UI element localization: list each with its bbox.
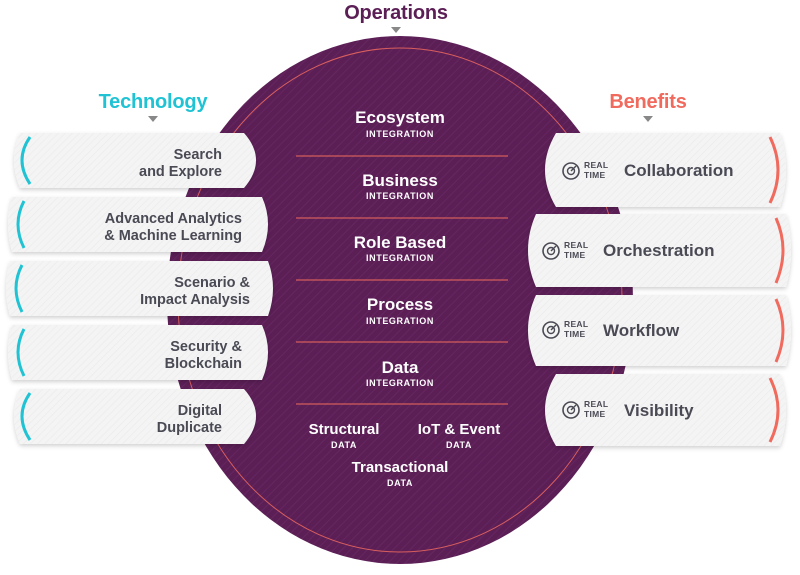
layer-subtitle: INTEGRATION xyxy=(366,191,434,201)
layer-data: Data INTEGRATION xyxy=(366,358,434,388)
card-accent xyxy=(768,377,780,443)
realtime-clock-icon xyxy=(542,321,560,339)
data-subtitle: DATA xyxy=(331,440,357,450)
benefit-label: Visibility xyxy=(624,401,694,420)
layer-ecosystem: Ecosystem INTEGRATION xyxy=(355,108,445,139)
card-background xyxy=(545,374,786,446)
card-background xyxy=(528,214,791,287)
technology-card-search[interactable]: Search and Explore xyxy=(14,133,256,188)
data-iot-event: IoT & Event DATA xyxy=(418,421,501,450)
card-accent xyxy=(768,136,780,204)
card-background xyxy=(528,295,791,366)
layer-process: Process INTEGRATION xyxy=(366,295,434,326)
data-title: Transactional xyxy=(352,459,449,476)
benefit-card-visibility[interactable]: REAL TIME Visibility xyxy=(545,374,786,446)
card-line-2: Impact Analysis xyxy=(140,292,250,308)
technology-header: Technology xyxy=(99,91,209,113)
technology-card-security[interactable]: Security & Blockchain xyxy=(8,325,268,380)
card-line-1: Security & xyxy=(170,339,242,355)
realtime-badge-top: REAL xyxy=(564,319,588,329)
card-background xyxy=(8,325,268,380)
card-line-2: Duplicate xyxy=(157,420,222,436)
benefit-label: Workflow xyxy=(603,321,680,340)
card-accent xyxy=(20,392,32,441)
card-background xyxy=(14,133,256,188)
layer-business: Business INTEGRATION xyxy=(362,171,438,201)
benefits-arrow-icon xyxy=(643,116,653,122)
card-background xyxy=(545,133,786,207)
card-accent xyxy=(14,264,24,313)
realtime-badge-top: REAL xyxy=(564,240,588,250)
benefit-label: Collaboration xyxy=(624,161,734,180)
data-subtitle: DATA xyxy=(387,478,413,488)
layer-title: Business xyxy=(362,171,438,190)
layer-title: Role Based xyxy=(354,233,447,252)
layer-subtitle: INTEGRATION xyxy=(366,253,434,263)
layer-subtitle: INTEGRATION xyxy=(366,316,434,326)
card-accent xyxy=(774,217,785,284)
card-background xyxy=(14,389,256,444)
realtime-badge-bottom: TIME xyxy=(584,170,606,180)
realtime-badge-bottom: TIME xyxy=(564,329,586,339)
layer-role-based: Role Based INTEGRATION xyxy=(354,233,447,263)
realtime-badge-bottom: TIME xyxy=(584,409,606,419)
layer-title: Data xyxy=(382,358,419,377)
card-accent xyxy=(774,298,785,363)
card-accent xyxy=(20,136,32,185)
layer-title: Process xyxy=(367,295,433,314)
technology-card-analytics[interactable]: Advanced Analytics & Machine Learning xyxy=(8,197,268,252)
card-line-1: Advanced Analytics xyxy=(105,211,242,227)
technology-card-digital[interactable]: Digital Duplicate xyxy=(14,389,256,444)
operations-circle xyxy=(167,36,633,564)
card-accent xyxy=(16,200,26,249)
card-accent xyxy=(16,328,26,377)
layer-dividers xyxy=(296,155,508,405)
operations-header: Operations xyxy=(344,2,448,24)
card-line-1: Search xyxy=(174,147,222,163)
benefit-card-orchestration[interactable]: REAL TIME Orchestration xyxy=(528,214,791,287)
data-title: Structural xyxy=(309,421,380,438)
benefit-label: Orchestration xyxy=(603,241,714,260)
realtime-badge-top: REAL xyxy=(584,399,608,409)
data-subtitle: DATA xyxy=(446,440,472,450)
benefit-card-workflow[interactable]: REAL TIME Workflow xyxy=(528,295,791,366)
realtime-clock-icon xyxy=(562,401,580,419)
card-line-2: and Explore xyxy=(139,164,222,180)
realtime-clock-icon xyxy=(562,162,580,180)
benefit-card-collaboration[interactable]: REAL TIME Collaboration xyxy=(545,133,786,207)
data-structural: Structural DATA xyxy=(309,421,380,450)
benefits-header: Benefits xyxy=(609,91,686,113)
technology-arrow-icon xyxy=(148,116,158,122)
operations-arrow-icon xyxy=(391,27,401,33)
realtime-clock-icon xyxy=(542,242,560,260)
realtime-badge-top: REAL xyxy=(584,160,608,170)
card-background xyxy=(8,197,268,252)
data-title: IoT & Event xyxy=(418,421,501,438)
card-line-1: Scenario & xyxy=(174,275,250,291)
layer-subtitle: INTEGRATION xyxy=(366,378,434,388)
technology-card-scenario[interactable]: Scenario & Impact Analysis xyxy=(6,261,273,316)
card-background xyxy=(6,261,273,316)
card-line-1: Digital xyxy=(178,403,222,419)
realtime-badge-bottom: TIME xyxy=(564,250,586,260)
layer-subtitle: INTEGRATION xyxy=(366,129,434,139)
data-transactional: Transactional DATA xyxy=(352,459,449,488)
layer-title: Ecosystem xyxy=(355,108,445,127)
card-line-2: Blockchain xyxy=(165,356,242,372)
card-line-2: & Machine Learning xyxy=(104,228,242,244)
